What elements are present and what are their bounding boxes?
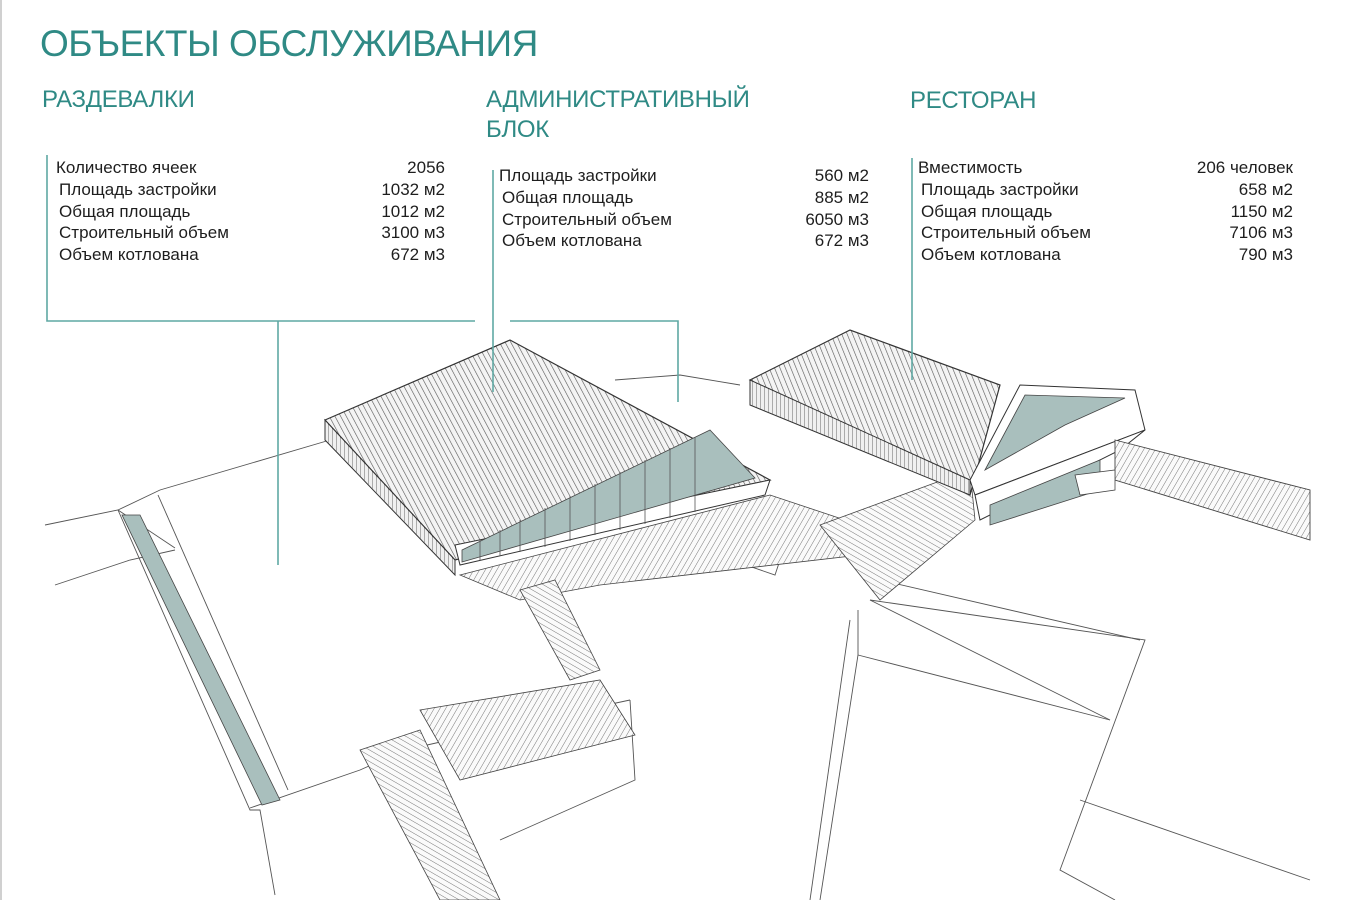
section-title-restaurant: РЕСТОРАН xyxy=(910,87,1037,114)
stairs xyxy=(359,729,501,900)
connector-block xyxy=(819,469,976,601)
spec-label: Площадь застройки xyxy=(59,179,217,199)
section-title-line1: АДМИНИСТРАТИВНЫЙ xyxy=(486,86,750,113)
spec-value: 6050 м3 xyxy=(805,209,869,229)
spec-row: Общая площадь 1012 м2 xyxy=(56,201,445,223)
spec-table-restaurant: Вместимость 206 человек Площадь застройки… xyxy=(918,157,1293,266)
terrace-steps xyxy=(1074,469,1116,496)
restaurant-building xyxy=(748,329,1146,526)
spec-label: Строительный объем xyxy=(59,223,229,243)
leader-lines xyxy=(46,155,913,565)
spec-label: Общая площадь xyxy=(59,201,191,221)
spec-value: 7106 м3 xyxy=(1229,223,1293,243)
spec-row: Общая площадь 885 м2 xyxy=(499,187,869,209)
spec-label: Количество ячеек xyxy=(56,158,197,177)
spec-value: 1150 м2 xyxy=(1230,201,1293,221)
spec-row: Площадь застройки 560 м2 xyxy=(499,165,869,187)
spec-value: 1012 м2 xyxy=(381,201,445,221)
spec-value: 2056 xyxy=(407,158,445,177)
spec-value: 658 м2 xyxy=(1238,179,1293,199)
spec-value: 3100 м3 xyxy=(381,223,445,243)
spec-row: Объем котлована 672 м3 xyxy=(499,230,869,252)
spec-row: Строительный объем 6050 м3 xyxy=(499,209,869,231)
section-title-line2: БЛОК xyxy=(486,116,549,143)
spec-row: Строительный объем 7106 м3 xyxy=(918,222,1293,244)
spec-value: 672 м3 xyxy=(390,245,445,265)
spec-row: Площадь застройки 1032 м2 xyxy=(56,179,445,201)
spec-label: Строительный объем xyxy=(921,223,1091,243)
spec-value: 206 человек xyxy=(1196,158,1293,177)
spec-row: Общая площадь 1150 м2 xyxy=(918,201,1293,223)
spec-label: Площадь застройки xyxy=(499,166,657,185)
ramp-deck xyxy=(419,679,636,781)
spec-label: Объем котлована xyxy=(921,245,1061,265)
spec-label: Объем котлована xyxy=(59,245,199,265)
spec-row: Количество ячеек 2056 xyxy=(56,157,445,179)
walkway xyxy=(519,579,601,681)
spec-value: 790 м3 xyxy=(1238,245,1293,265)
spec-row: Объем котлована 672 м3 xyxy=(56,244,445,266)
spec-label: Вместимость xyxy=(918,158,1023,177)
spec-table-admin-block: Площадь застройки 560 м2 Общая площадь 885… xyxy=(499,165,869,252)
section-title-changing-rooms: РАЗДЕВАЛКИ xyxy=(42,86,195,113)
restaurant-terrace xyxy=(1114,439,1311,541)
spec-value: 1032 м2 xyxy=(381,179,445,199)
spec-value: 560 м2 xyxy=(814,166,869,185)
spec-table-changing-rooms: Количество ячеек 2056 Площадь застройки 10… xyxy=(56,157,445,266)
spec-label: Общая площадь xyxy=(921,201,1053,221)
spec-label: Объем котлована xyxy=(502,231,642,251)
spec-label: Площадь застройки xyxy=(921,179,1079,199)
page-title: ОБЪЕКТЫ ОБСЛУЖИВАНИЯ xyxy=(40,23,538,64)
spec-value: 885 м2 xyxy=(814,187,869,207)
spec-row: Вместимость 206 человек xyxy=(918,157,1293,179)
changing-rooms-building xyxy=(323,339,772,577)
spec-row: Строительный объем 3100 м3 xyxy=(56,222,445,244)
spec-label: Общая площадь xyxy=(502,187,634,207)
retaining-wall xyxy=(121,514,281,806)
section-title-admin-block: АДМИНИСТРАТИВНЫЙ БЛОК xyxy=(486,85,750,145)
spec-row: Объем котлована 790 м3 xyxy=(918,244,1293,266)
spec-row: Площадь застройки 658 м2 xyxy=(918,179,1293,201)
spec-value: 672 м3 xyxy=(814,231,869,251)
page-left-border xyxy=(0,0,2,900)
spec-label: Строительный объем xyxy=(502,209,672,229)
